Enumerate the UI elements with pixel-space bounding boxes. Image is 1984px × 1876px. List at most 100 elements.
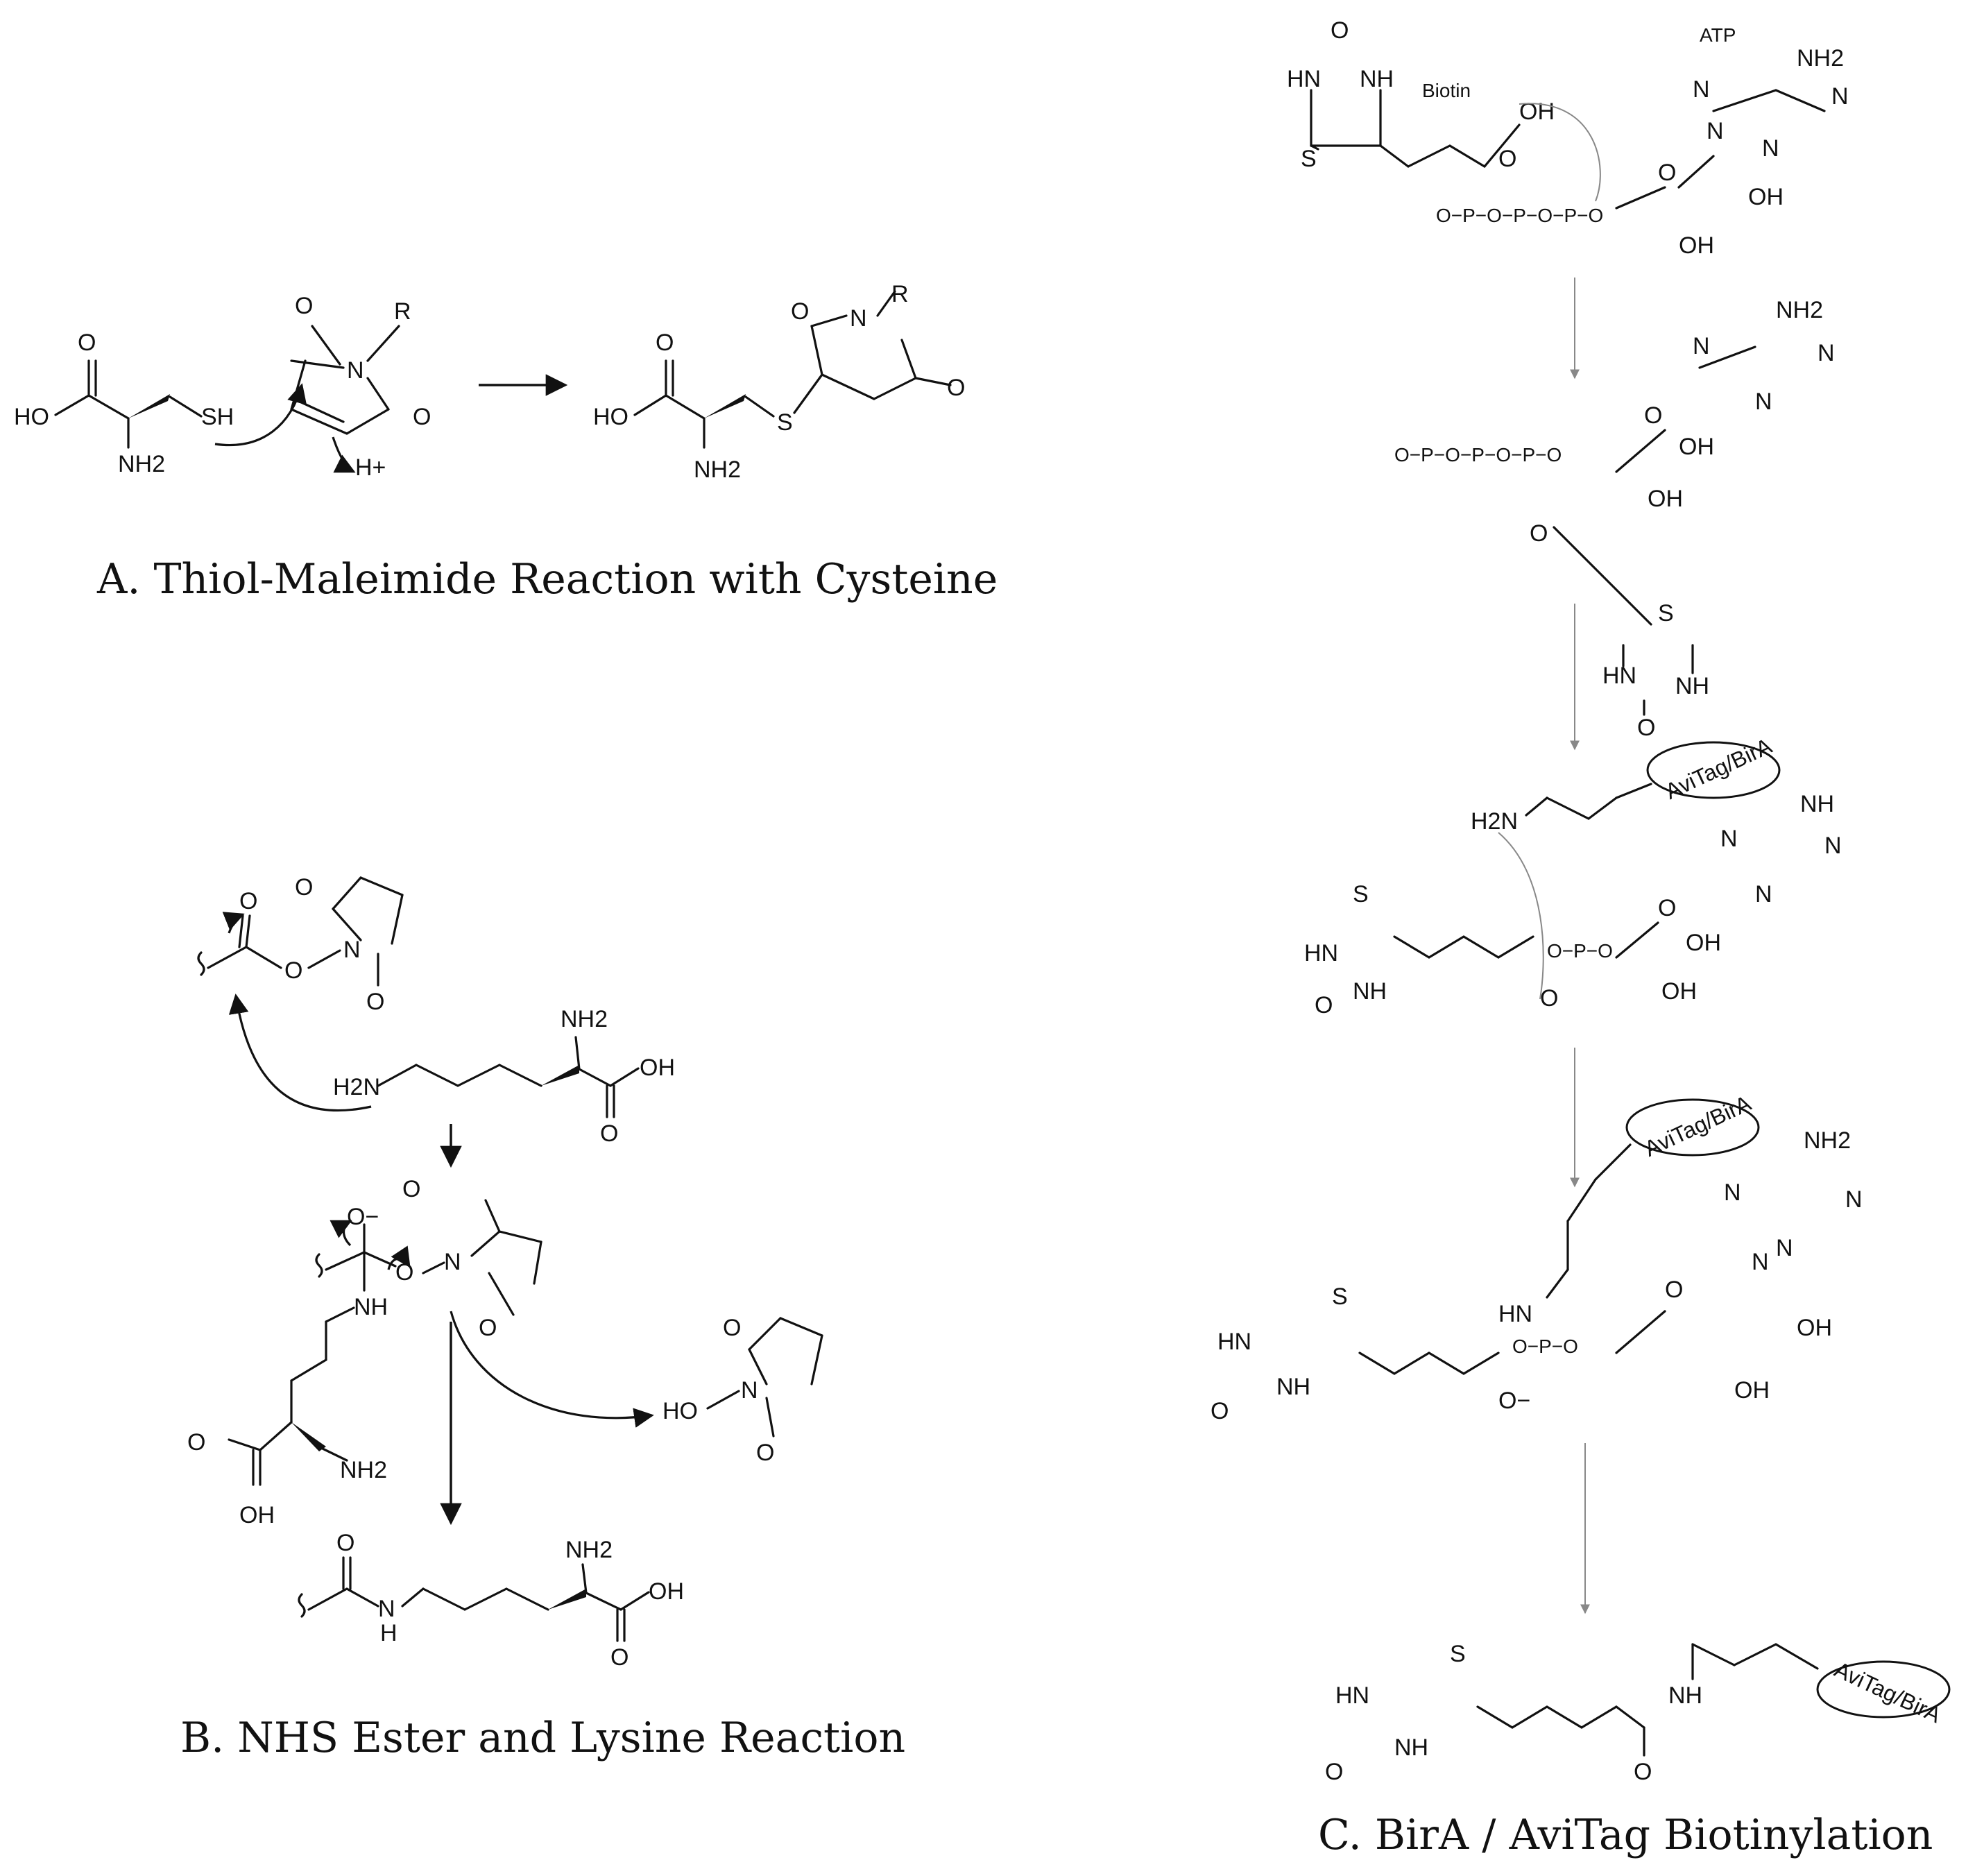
cysteine-molecule: O HO NH2 SH bbox=[14, 330, 234, 477]
atom-label: O bbox=[295, 293, 313, 319]
atom-label: O bbox=[656, 330, 674, 356]
atom-label: HN bbox=[1287, 66, 1321, 92]
electron-push-arrow bbox=[228, 994, 372, 1112]
atom-label: H2N bbox=[1471, 808, 1518, 835]
atom-label: HO bbox=[593, 404, 628, 430]
atom-label: S bbox=[1332, 1284, 1348, 1310]
atom-label: OH bbox=[1648, 486, 1683, 512]
atom-label: OH bbox=[1679, 434, 1714, 460]
lysine-attack: AviTag/BirA H2N NH N N N O OH OH S HN NH… bbox=[1304, 733, 1842, 1018]
atom-label: O bbox=[78, 330, 96, 356]
atom-label: O bbox=[600, 1120, 618, 1147]
atom-label: O bbox=[239, 888, 257, 914]
atom-label: R bbox=[394, 298, 411, 325]
electron-push-arrow bbox=[330, 1220, 352, 1247]
atom-label: OH bbox=[640, 1055, 675, 1081]
atom-label: O−P−O−P−O−P−O bbox=[1394, 444, 1562, 466]
atom-label: NH2 bbox=[561, 1006, 608, 1032]
electron-push-arrow bbox=[332, 436, 356, 473]
atom-label: OH bbox=[649, 1578, 684, 1605]
atom-label: HO bbox=[662, 1398, 698, 1424]
electron-push-arrow bbox=[222, 912, 245, 934]
atom-label: SH bbox=[201, 404, 234, 430]
atom-label: N bbox=[1755, 389, 1772, 415]
leaving-group-arrow bbox=[450, 1311, 654, 1428]
atom-label: O bbox=[402, 1176, 420, 1202]
atom-label: HN bbox=[1217, 1329, 1251, 1355]
atom-label: O bbox=[1325, 1759, 1343, 1785]
atom-label: O bbox=[479, 1315, 497, 1341]
atom-label: NH bbox=[1360, 66, 1394, 92]
atom-label: NH2 bbox=[340, 1457, 387, 1483]
atom-label: N bbox=[1693, 333, 1710, 359]
atom-label: O bbox=[1637, 715, 1655, 741]
atom-label: O bbox=[284, 957, 302, 984]
atom-label: OH bbox=[1679, 232, 1714, 259]
atom-label: N bbox=[1776, 1235, 1793, 1261]
atom-label: N bbox=[1752, 1249, 1769, 1275]
atom-label: N bbox=[347, 357, 364, 384]
atom-label: O bbox=[1665, 1277, 1683, 1303]
atom-label: NH bbox=[1675, 673, 1709, 699]
atom-label: S bbox=[1353, 881, 1369, 907]
atom-label: HO bbox=[14, 404, 49, 430]
atom-label: NH bbox=[1276, 1374, 1310, 1400]
panel-c-bira-avitag: O HN NH S Biotin ATP OH O NH2 N N N N O … bbox=[1211, 17, 1951, 1859]
atom-label: OH bbox=[1686, 930, 1721, 956]
lysine-molecule: NH2 H2N OH O bbox=[333, 1006, 675, 1147]
caption-a: A. Thiol-Maleimide Reaction with Cystein… bbox=[96, 555, 998, 604]
atom-label: O bbox=[1331, 17, 1349, 44]
atom-label: N bbox=[1720, 826, 1738, 852]
atom-label: O bbox=[791, 298, 809, 325]
atom-label: H+ bbox=[355, 454, 386, 481]
atom-label: NH2 bbox=[1797, 45, 1844, 71]
atom-label: HN bbox=[1335, 1682, 1369, 1709]
maleimide-molecule: O N R O H+ bbox=[290, 293, 431, 481]
atom-label: S bbox=[1658, 600, 1674, 626]
atom-label: OH bbox=[239, 1502, 275, 1528]
atom-label: NH2 bbox=[1804, 1127, 1851, 1154]
atom-label: NH2 bbox=[694, 457, 741, 483]
atom-label: OH bbox=[1797, 1315, 1832, 1341]
atom-label: O bbox=[610, 1644, 628, 1671]
atom-label: NH bbox=[1353, 978, 1387, 1005]
atom-label: O bbox=[1634, 1759, 1652, 1785]
atom-label: NH2 bbox=[1776, 297, 1823, 323]
electron-push-arrow bbox=[214, 383, 307, 446]
atom-label: O bbox=[1658, 895, 1676, 921]
atom-label: R bbox=[891, 281, 909, 307]
atom-label: NH bbox=[1800, 791, 1834, 817]
thioether-product: O HO NH2 S O N R O bbox=[593, 281, 965, 483]
atom-label: N bbox=[1831, 83, 1849, 110]
atom-label: O bbox=[1211, 1398, 1229, 1424]
atom-label: O− bbox=[347, 1204, 379, 1230]
atom-label: O−P−O bbox=[1547, 940, 1613, 962]
electron-push-arrow bbox=[387, 1245, 411, 1270]
atom-label: O bbox=[1658, 160, 1676, 186]
tetrahedral-biotin-intermediate: AviTag/BirA HN NH2 N N N N O OH OH S HN … bbox=[1211, 1090, 1863, 1424]
panel-b-nhs-lysine: O O N O O NH2 H2N OH O bbox=[180, 874, 905, 1762]
atom-label: N bbox=[850, 305, 867, 332]
atom-label: O bbox=[756, 1440, 774, 1466]
atom-label: OH bbox=[1748, 184, 1784, 210]
atom-label: O bbox=[336, 1530, 354, 1556]
atom-label: O−P−O bbox=[1512, 1336, 1578, 1357]
atom-label: OH bbox=[1661, 978, 1697, 1005]
atom-label: N bbox=[741, 1377, 758, 1404]
atom-label: N bbox=[1724, 1179, 1741, 1206]
atom-label: NH2 bbox=[118, 451, 165, 477]
amide-product: O NH2 OH O N H bbox=[298, 1530, 684, 1671]
atom-label: N bbox=[1693, 76, 1710, 103]
atom-label: O−P−O−P−O−P−O bbox=[1436, 205, 1603, 226]
nhs-ester-molecule: O O N O O bbox=[197, 874, 404, 1015]
atom-label: O bbox=[295, 874, 313, 901]
atom-label: OH bbox=[1734, 1377, 1770, 1404]
atom-label: O− bbox=[1498, 1388, 1530, 1414]
atp-label: ATP bbox=[1700, 24, 1736, 46]
atom-label: O bbox=[1530, 520, 1548, 547]
atom-label: O bbox=[413, 404, 431, 430]
avitag-bira-label: AviTag/BirA bbox=[1641, 1090, 1755, 1161]
avitag-bira-ellipse bbox=[1625, 1098, 1760, 1157]
atom-label: N bbox=[1845, 1186, 1863, 1213]
atom-label: N bbox=[1755, 881, 1772, 907]
